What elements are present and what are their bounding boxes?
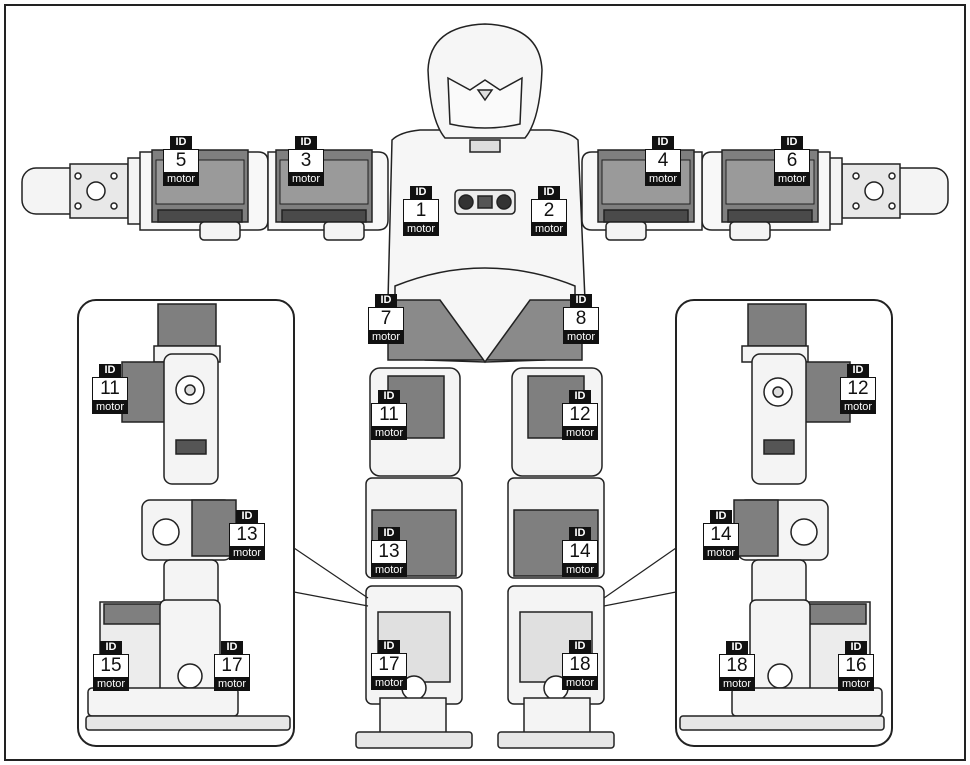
head: [428, 24, 542, 138]
motor-tag-17: ID17motor: [371, 640, 407, 690]
right-arm: [582, 150, 948, 240]
motor-tag-2: ID2motor: [531, 186, 567, 236]
detail-right-tag-14: ID14motor: [703, 510, 739, 560]
detail-left-tag-17: ID17motor: [214, 641, 250, 691]
motor-tag-13: ID13motor: [371, 527, 407, 577]
detail-right-tag-12: ID12motor: [840, 364, 876, 414]
detail-right-tag-18: ID18motor: [719, 641, 755, 691]
motor-tag-8: ID8motor: [563, 294, 599, 344]
torso: [388, 130, 585, 362]
motor-tag-7: ID7motor: [368, 294, 404, 344]
motor-tag-4: ID4motor: [645, 136, 681, 186]
motor-tag-5: ID5motor: [163, 136, 199, 186]
detail-left-tag-11: ID11motor: [92, 364, 128, 414]
motor-tag-11: ID11motor: [371, 390, 407, 440]
motor-tag-14: ID14motor: [562, 527, 598, 577]
motor-tag-6: ID6motor: [774, 136, 810, 186]
motor-tag-18: ID18motor: [562, 640, 598, 690]
motor-tag-1: ID1motor: [403, 186, 439, 236]
detail-left-tag-13: ID13motor: [229, 510, 265, 560]
detail-right-tag-16: ID16motor: [838, 641, 874, 691]
detail-left-tag-15: ID15motor: [93, 641, 129, 691]
motor-tag-12: ID12motor: [562, 390, 598, 440]
callout-lines: [294, 548, 676, 606]
motor-tag-3: ID3motor: [288, 136, 324, 186]
left-arm: [22, 150, 388, 240]
